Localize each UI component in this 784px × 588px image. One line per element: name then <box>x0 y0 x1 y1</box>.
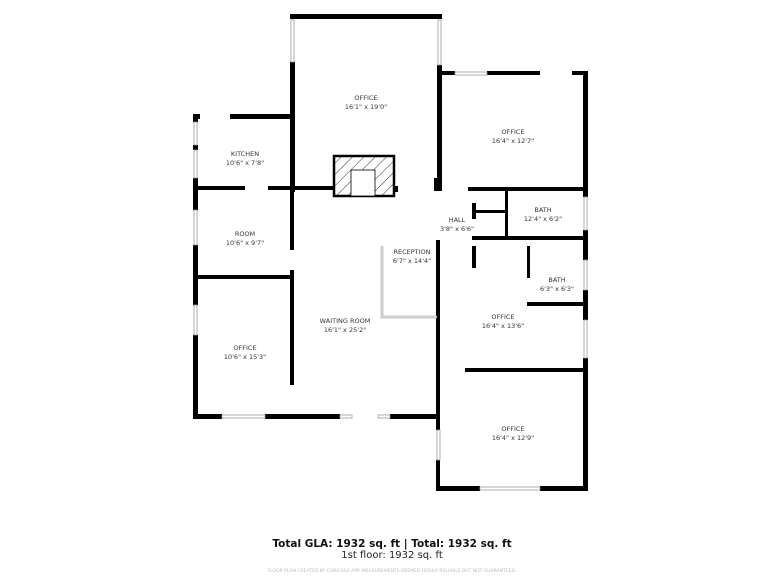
total-area: Total GLA: 1932 sq. ft | Total: 1932 sq.… <box>272 538 512 550</box>
floor-area: 1st floor: 1932 sq. ft <box>341 550 443 561</box>
reception-counter <box>380 246 437 319</box>
fireplace <box>332 154 396 198</box>
walls <box>193 14 588 491</box>
windows <box>193 19 588 491</box>
disclaimer: FLOOR PLAN CREATED BY CUBICASA APP. MEAS… <box>267 569 517 574</box>
